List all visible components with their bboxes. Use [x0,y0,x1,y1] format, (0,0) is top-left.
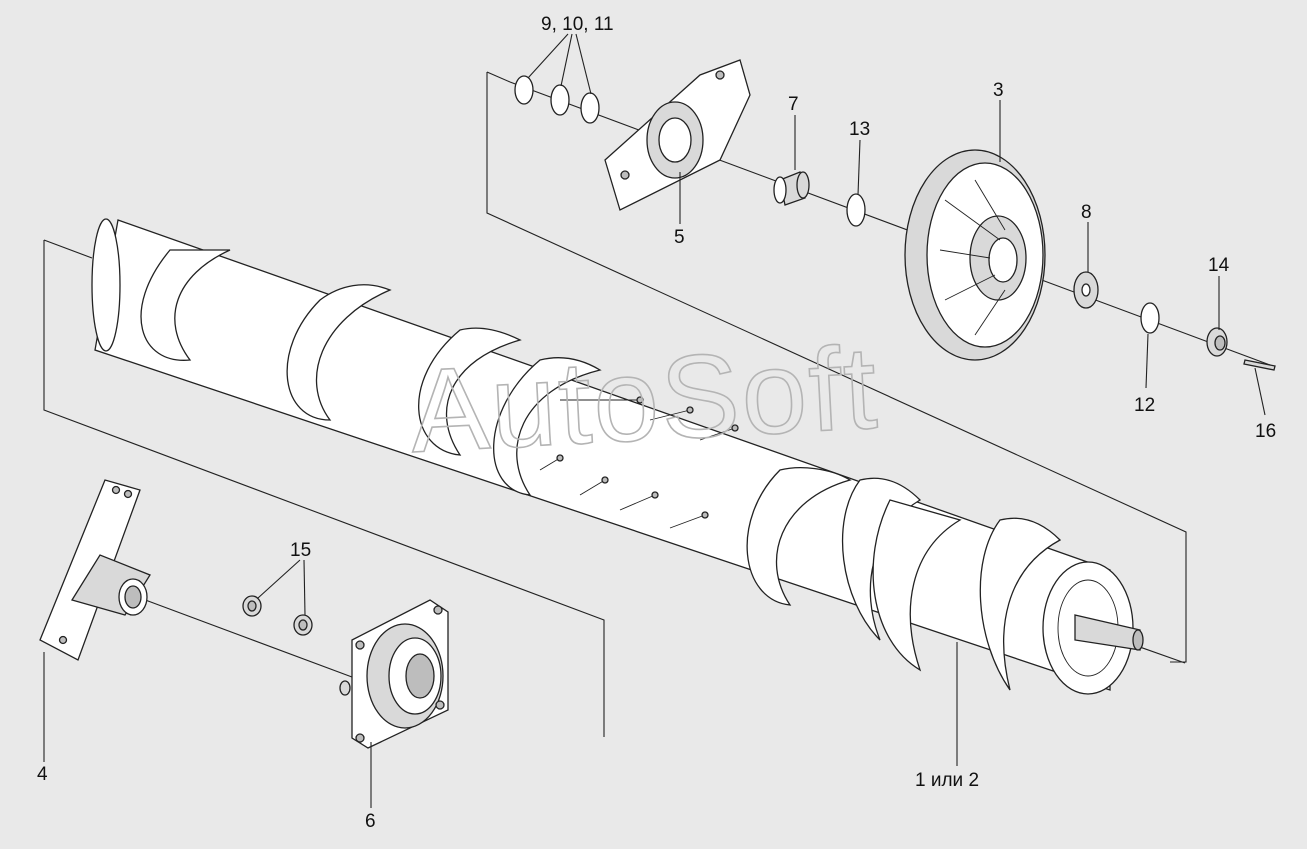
leader-15-b [303,559,306,616]
auger-flight [418,327,522,456]
top-frame-top-edge [486,71,511,83]
leader-9 [527,33,569,79]
leader-15-a [257,559,301,599]
castle-nut-part-14 [1206,327,1228,357]
auger-flight [872,499,962,672]
label-4: 4 [37,764,48,785]
left-bracket-frame [43,240,605,737]
nut-part-15 [242,595,313,636]
ring-part-12 [1140,302,1160,334]
auger-assembly [91,218,1144,695]
label-12: 12 [1134,395,1155,416]
label-16: 16 [1255,421,1276,442]
ring-part-13 [846,193,866,227]
leader-10 [560,33,573,87]
label-14: 14 [1208,255,1230,276]
left-frame-top-edge [43,239,93,259]
bushing-part-7 [773,171,810,206]
label-7: 7 [788,94,799,115]
label-13: 13 [849,119,870,140]
bracket-part-4 [39,479,151,661]
flange-bearing-part-6 [339,599,449,749]
label-3: 3 [993,80,1004,101]
washer-part-8 [1073,271,1099,309]
auger-flight [746,467,852,606]
leader-12 [1145,333,1149,389]
label-6: 6 [365,811,376,832]
auger-flight [286,284,392,421]
ring-part-11 [580,92,600,124]
ring-part-9 [514,75,534,105]
label-15: 15 [290,540,311,561]
label-5: 5 [674,227,685,248]
auger-tube-left-end [91,218,121,352]
ring-part-10 [550,84,570,116]
watermark: AutoSoft [407,322,882,478]
leader-16 [1254,367,1266,416]
auger-flight [493,357,602,496]
auger-fingers [539,396,739,529]
auger-flight [979,517,1062,691]
leader-13 [857,139,861,196]
auger-shaft-end [1132,629,1144,651]
auger-flight [140,249,231,361]
auger-flight [842,477,922,641]
lower-assembly-axis [139,597,361,681]
bearing-plate-part-5 [604,59,751,211]
label-1-or-2: 1 или 2 [915,770,979,791]
leader-11 [575,33,592,95]
label-8: 8 [1081,202,1092,223]
label-9-10-11: 9, 10, 11 [541,14,614,35]
sprocket-part-3 [904,149,1046,361]
cotter-pin-part-16 [1243,359,1276,371]
